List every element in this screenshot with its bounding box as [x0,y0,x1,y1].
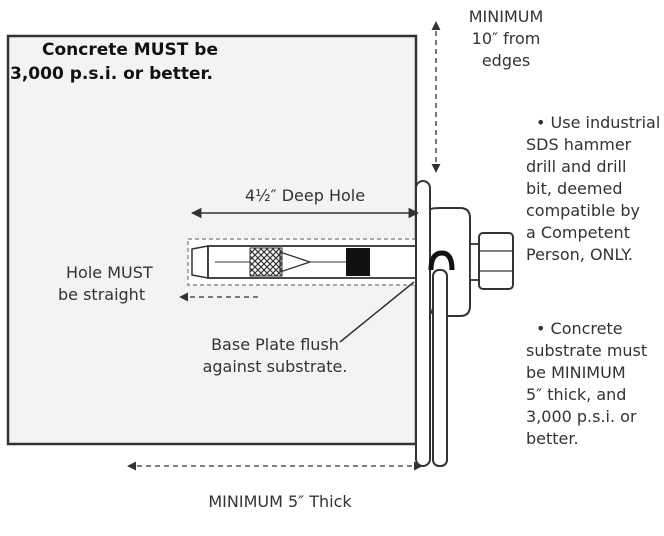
drill-line: drill and drill [526,157,627,176]
drill-instructions: • Use industrial SDS hammer drill and dr… [526,112,662,266]
base-plate-leader [339,281,415,343]
hole-straight-label: Hole MUST be straight [58,262,178,306]
base-plate-line1: Base Plate flush [211,335,339,354]
substrate-line: be MINIMUM [526,363,626,382]
substrate-line: substrate must [526,341,648,360]
edge-distance-line1: MINIMUM [468,7,544,26]
concrete-note-line2: 3,000 p.s.i. or better. [10,64,213,84]
edge-distance-line3: edges [481,51,531,70]
substrate-line: • Concrete [536,319,623,338]
bracket-ring [428,207,471,467]
hex-nut [469,232,514,290]
base-plate [415,180,431,467]
anchor-plug [346,248,370,276]
substrate-line: 3,000 p.s.i. or [526,407,637,426]
hole-straight-line2: be straight [58,285,146,304]
substrate-line: 5″ thick, and [526,385,627,404]
anchor-bolt [191,245,421,279]
base-plate-label: Base Plate flush against substrate. [190,334,360,378]
edge-distance-label: MINIMUM 10″ from edges [446,6,566,72]
drill-line: compatible by [526,201,641,220]
substrate-instructions: • Concrete substrate must be MINIMUM 5″ … [526,318,662,450]
concrete-note-line1: Concrete MUST be [41,40,218,60]
drill-line: Person, ONLY. [526,245,633,264]
anchor-thread [249,247,283,277]
hole-straight-line1: Hole MUST [66,263,153,282]
edge-distance-line2: 10″ from [471,29,541,48]
base-plate-line2: against substrate. [202,357,348,376]
concrete-strength-note: Concrete MUST be 3,000 p.s.i. or better. [10,38,250,86]
drill-line: • Use industrial [536,113,661,132]
drill-line: bit, deemed [526,179,623,198]
thickness-label: MINIMUM 5″ Thick [208,492,352,511]
substrate-line: better. [526,429,579,448]
drill-line: SDS hammer [526,135,632,154]
drill-line: a Competent [526,223,630,242]
hole-depth-label: 4½″ Deep Hole [244,186,366,205]
